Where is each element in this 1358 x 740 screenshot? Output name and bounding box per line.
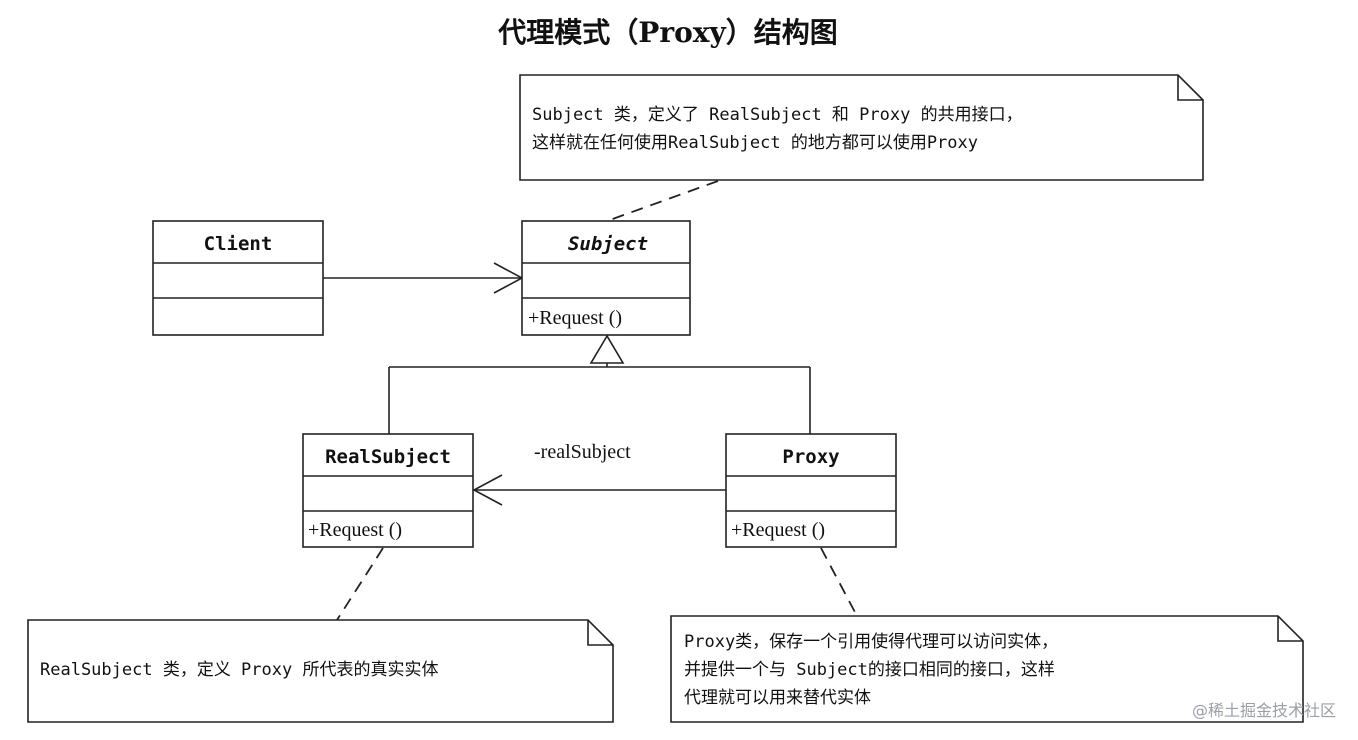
client-class-name: Client: [204, 233, 273, 255]
subject-method: +Request (): [528, 307, 622, 329]
subject-note-line-1: Subject 类，定义了 RealSubject 和 Proxy 的共用接口，: [532, 105, 1023, 125]
diagram-title: 代理模式（Proxy）结构图: [497, 16, 837, 49]
real-subject-note-line-1: RealSubject 类，定义 Proxy 所代表的真实实体: [40, 660, 438, 680]
proxy-class[interactable]: Proxy +Request (): [725, 433, 897, 548]
real-subject-class[interactable]: RealSubject +Request (): [302, 433, 474, 548]
proxy-method: +Request (): [731, 519, 825, 541]
watermark: @稀土掘金技术社区: [1191, 701, 1336, 720]
subject-note-anchor: [606, 180, 719, 222]
real-subject-class-name: RealSubject: [325, 446, 451, 468]
proxy-note-anchor: [820, 547, 858, 617]
generalization-arrow: [388, 334, 811, 434]
subject-class[interactable]: Subject +Request (): [521, 220, 691, 336]
real-subject-note-anchor: [336, 547, 384, 621]
real-subject-method: +Request (): [308, 519, 402, 541]
real-subject-note: RealSubject 类，定义 Proxy 所代表的真实实体: [27, 619, 614, 723]
proxy-note-line-3: 代理就可以用来替代实体: [684, 688, 871, 708]
proxy-note: Proxy类，保存一个引用使得代理可以访问实体， 并提供一个与 Subject的…: [670, 615, 1304, 723]
client-subject-association: [323, 262, 524, 294]
proxy-class-name: Proxy: [782, 446, 839, 468]
proxy-note-line-1: Proxy类，保存一个引用使得代理可以访问实体，: [684, 631, 1058, 652]
subject-class-name: Subject: [568, 233, 648, 255]
client-class[interactable]: Client: [152, 220, 324, 336]
subject-note: Subject 类，定义了 RealSubject 和 Proxy 的共用接口，…: [519, 74, 1204, 181]
proxy-realsubject-association: -realSubject: [472, 441, 726, 506]
proxy-note-line-2: 并提供一个与 Subject的接口相同的接口，这样: [684, 660, 1055, 680]
association-role-label: -realSubject: [534, 441, 631, 463]
subject-note-line-2: 这样就在任何使用RealSubject 的地方都可以使用Proxy: [532, 132, 978, 153]
